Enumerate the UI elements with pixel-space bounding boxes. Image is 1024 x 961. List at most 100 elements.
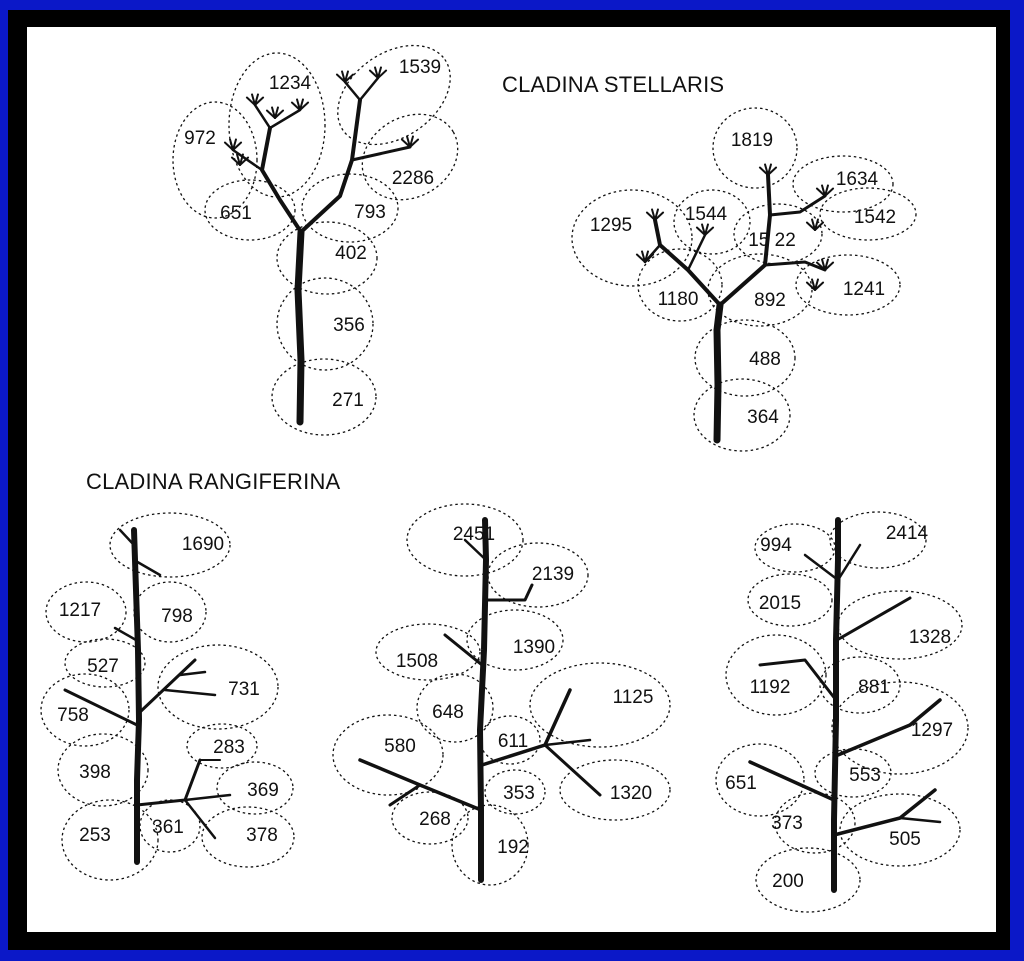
segment-length-label: 402	[335, 243, 367, 264]
segment-length-label: 1328	[909, 627, 951, 648]
segment-length-label: 373	[771, 813, 803, 834]
segment-length-label: 1539	[399, 57, 441, 78]
segment-outline	[755, 847, 861, 913]
segment-length-label: 1320	[610, 783, 652, 804]
segment-length-label: 505	[889, 829, 921, 850]
segment-outline	[391, 791, 469, 845]
segment-outline	[332, 714, 444, 796]
rangiferina-1-branch	[163, 688, 217, 697]
segment-outline	[40, 673, 130, 747]
stellaris-1-branch	[268, 108, 302, 130]
segment-outline	[673, 189, 751, 255]
rangiferina-1-branch	[138, 658, 197, 714]
rangiferina-2-branch	[388, 783, 422, 807]
stellaris-2-branch	[768, 194, 827, 217]
segment-length-label: 1508	[396, 651, 438, 672]
segment-length-label: 283	[213, 737, 245, 758]
segment-length-label: 2015	[759, 593, 801, 614]
stellaris-1-branchlet	[409, 138, 420, 148]
segment-outline	[792, 155, 894, 213]
segment-outline	[707, 253, 813, 327]
segment-length-label: 200	[772, 871, 804, 892]
stellaris-2-branchlet	[704, 226, 715, 236]
segment-length-label: 994	[760, 535, 792, 556]
segment-length-label: 651	[725, 773, 757, 794]
segment-outline	[837, 590, 963, 660]
stellaris-1-branchlet	[274, 109, 285, 119]
rangiferina-1-branch	[132, 558, 162, 577]
stellaris-1-branchlet	[377, 69, 388, 79]
segment-length-label: 580	[384, 736, 416, 757]
segment-length-label: 1192	[750, 677, 791, 698]
segment-length-label: 2451	[453, 524, 495, 545]
stellaris-1-branch	[253, 103, 272, 130]
segment-outline	[839, 793, 961, 867]
rangiferina-1-branch	[178, 670, 207, 677]
segment-length-label: 972	[184, 128, 216, 149]
segment-outline	[133, 581, 207, 643]
segment-outline	[64, 638, 146, 688]
stellaris-1-branchlet	[299, 101, 310, 111]
segment-length-label: 611	[498, 731, 528, 752]
segment-length-label: 758	[57, 705, 89, 726]
rangiferina-1-branch	[118, 528, 136, 547]
segment-outline	[451, 804, 529, 886]
segment-outline	[733, 203, 823, 265]
segment-length-label: 1297	[911, 720, 953, 741]
segment-length-label: 731	[228, 679, 260, 700]
segment-outline	[795, 254, 901, 316]
segment-outline	[228, 52, 326, 198]
segment-outline	[61, 799, 159, 881]
segment-outline	[693, 378, 791, 452]
rangiferina-2-stem	[477, 517, 489, 883]
stellaris-1-branch	[260, 126, 303, 234]
segment-outline	[201, 806, 295, 868]
stellaris-1-branchlet	[344, 73, 355, 83]
stellaris-2-stem	[713, 301, 724, 444]
stellaris-1-branchlet	[254, 96, 265, 106]
segment-outline	[715, 743, 805, 817]
segment-length-label: 364	[747, 407, 779, 428]
stellaris-1-branch	[350, 145, 412, 162]
rangiferina-1-branch	[183, 798, 217, 840]
segment-length-label: 271	[332, 390, 364, 411]
stellaris-2-branchlet	[654, 211, 665, 221]
segment-length-label: 488	[749, 349, 781, 370]
segment-length-label: 881	[858, 677, 890, 698]
stellaris-2-branch	[718, 173, 772, 307]
segment-outline	[819, 187, 917, 241]
segment-length-label: 1634	[836, 169, 879, 190]
rangiferina-3-branch	[803, 553, 840, 582]
segment-outline	[819, 656, 901, 714]
stellaris-2-branch	[653, 218, 722, 307]
segment-length-label: 1217	[59, 600, 101, 621]
rangiferina-2-branch	[443, 633, 484, 667]
segment-outline	[694, 319, 796, 397]
segment-outline	[361, 113, 459, 201]
segment-length-label: 1295	[590, 215, 632, 236]
segment-outline	[559, 759, 671, 821]
stellaris-2-branchlet	[824, 187, 835, 197]
segment-outline	[637, 248, 723, 322]
rangiferina-1-stem	[131, 527, 142, 865]
segment-outline	[57, 733, 149, 807]
segment-outline	[216, 761, 294, 815]
rangiferina-3-branch	[835, 596, 912, 642]
segment-length-label: 648	[432, 702, 464, 723]
stellaris-1-branch	[358, 76, 380, 102]
segment-length-label: 378	[246, 825, 278, 846]
segment-length-label: 527	[87, 656, 119, 677]
rangiferina-3-branch	[836, 698, 942, 757]
segment-outline	[271, 358, 377, 436]
segment-outline	[416, 673, 494, 743]
segment-length-label: 651	[220, 203, 252, 224]
segment-outline	[712, 107, 798, 189]
segment-outline	[301, 173, 399, 243]
segment-length-label: 798	[161, 606, 193, 627]
segment-length-label: 1125	[613, 687, 654, 708]
stellaris-2-branch	[686, 233, 707, 272]
stellaris-2-branch	[763, 260, 827, 272]
rangiferina-2-branch	[484, 583, 534, 602]
segment-length-label: 793	[354, 202, 386, 223]
